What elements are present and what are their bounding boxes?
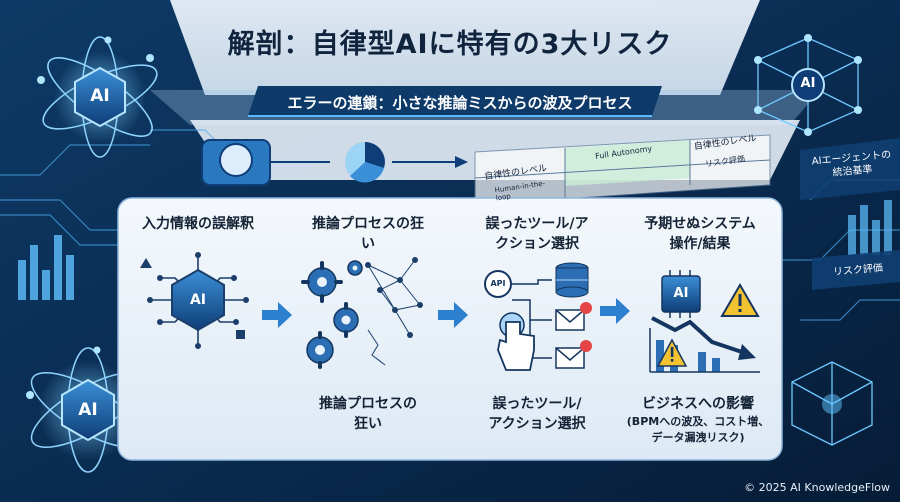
network-cube-icon — [791, 361, 873, 446]
autonomy-level-table — [474, 134, 771, 206]
stage-3-title-line2: クション選択 — [495, 236, 579, 252]
system-failure-icon — [649, 270, 760, 373]
stage-3-caption-line1: 誤ったツール/ — [492, 396, 582, 412]
bar-chart-icon — [18, 235, 74, 300]
network-cube-icon — [754, 34, 862, 136]
ai-badge-label: AI — [90, 86, 110, 106]
ai-badge-label: AI — [189, 292, 207, 308]
stage-2-caption: 推論プロセスの 狂い — [298, 394, 438, 434]
stage-4-title-line1: 予期せぬシステム — [644, 216, 756, 232]
copyright-footer: © 2025 AI KnowledgeFlow — [744, 481, 890, 494]
governance-tag — [800, 138, 900, 200]
database-icon — [555, 262, 589, 298]
stage-4-title-line2: 操作/結果 — [669, 236, 731, 252]
bar-chart-icon — [848, 200, 892, 255]
atom-icon — [37, 36, 158, 158]
stage-3-title-line1: 誤ったツール/ア — [485, 216, 589, 232]
risk-eval-tag — [812, 250, 900, 290]
stage-2-title: 推論プロセスの狂 い — [298, 214, 438, 254]
stage-3-caption: 誤ったツール/ アクション選択 — [462, 394, 612, 434]
stage-4-caption-line3: データ漏洩リスク) — [651, 431, 745, 444]
ai-badge-label: AI — [78, 400, 98, 420]
gears-icon — [301, 257, 423, 369]
stage-4-caption: ビジネスへの影響 (BPMへの波及、コスト増、 データ漏洩リスク) — [618, 394, 778, 446]
stage-2-title-line2: い — [361, 236, 375, 252]
flow-arrow-icon — [262, 302, 292, 328]
ai-chip-icon — [140, 252, 249, 349]
main-panel — [117, 197, 783, 461]
flow-arrow-icon — [600, 298, 630, 324]
stage-4-caption-line1: ビジネスへの影響 — [642, 396, 754, 412]
warning-icon — [720, 283, 760, 317]
stage-2-caption-line1: 推論プロセスの — [319, 396, 417, 412]
mail-icon — [555, 309, 585, 331]
stage-2-title-line1: 推論プロセスの狂 — [312, 216, 424, 232]
api-badge-label: API — [490, 279, 506, 288]
subtitle-bar — [248, 86, 662, 116]
ai-badge-label: AI — [673, 286, 689, 301]
stage-1-title: 入力情報の誤解釈 — [142, 216, 254, 232]
page-subtitle: エラーの連鎖：小さな推論ミスからの波及プロセス — [287, 94, 633, 112]
ai-badge-label: AI — [800, 76, 816, 91]
stage-3-title: 誤ったツール/ア クション選択 — [462, 214, 612, 254]
stage-4-caption-line2: (BPMへの波及、コスト増、 — [626, 415, 770, 428]
mail-icon — [555, 347, 585, 369]
stage-3-caption-line2: アクション選択 — [488, 416, 586, 432]
warning-icon — [656, 338, 688, 367]
pointing-hand-icon — [497, 312, 535, 371]
process-flow-top — [201, 139, 468, 186]
atom-icon — [26, 346, 146, 473]
stage-4-title: 予期せぬシステム 操作/結果 — [625, 214, 775, 254]
page-title: 解剖：自律型AIに特有の3大リスク — [227, 29, 673, 60]
flow-arrow-icon — [438, 302, 468, 328]
tool-selection-icon — [484, 262, 592, 371]
stage-2-caption-line2: 狂い — [354, 416, 382, 432]
